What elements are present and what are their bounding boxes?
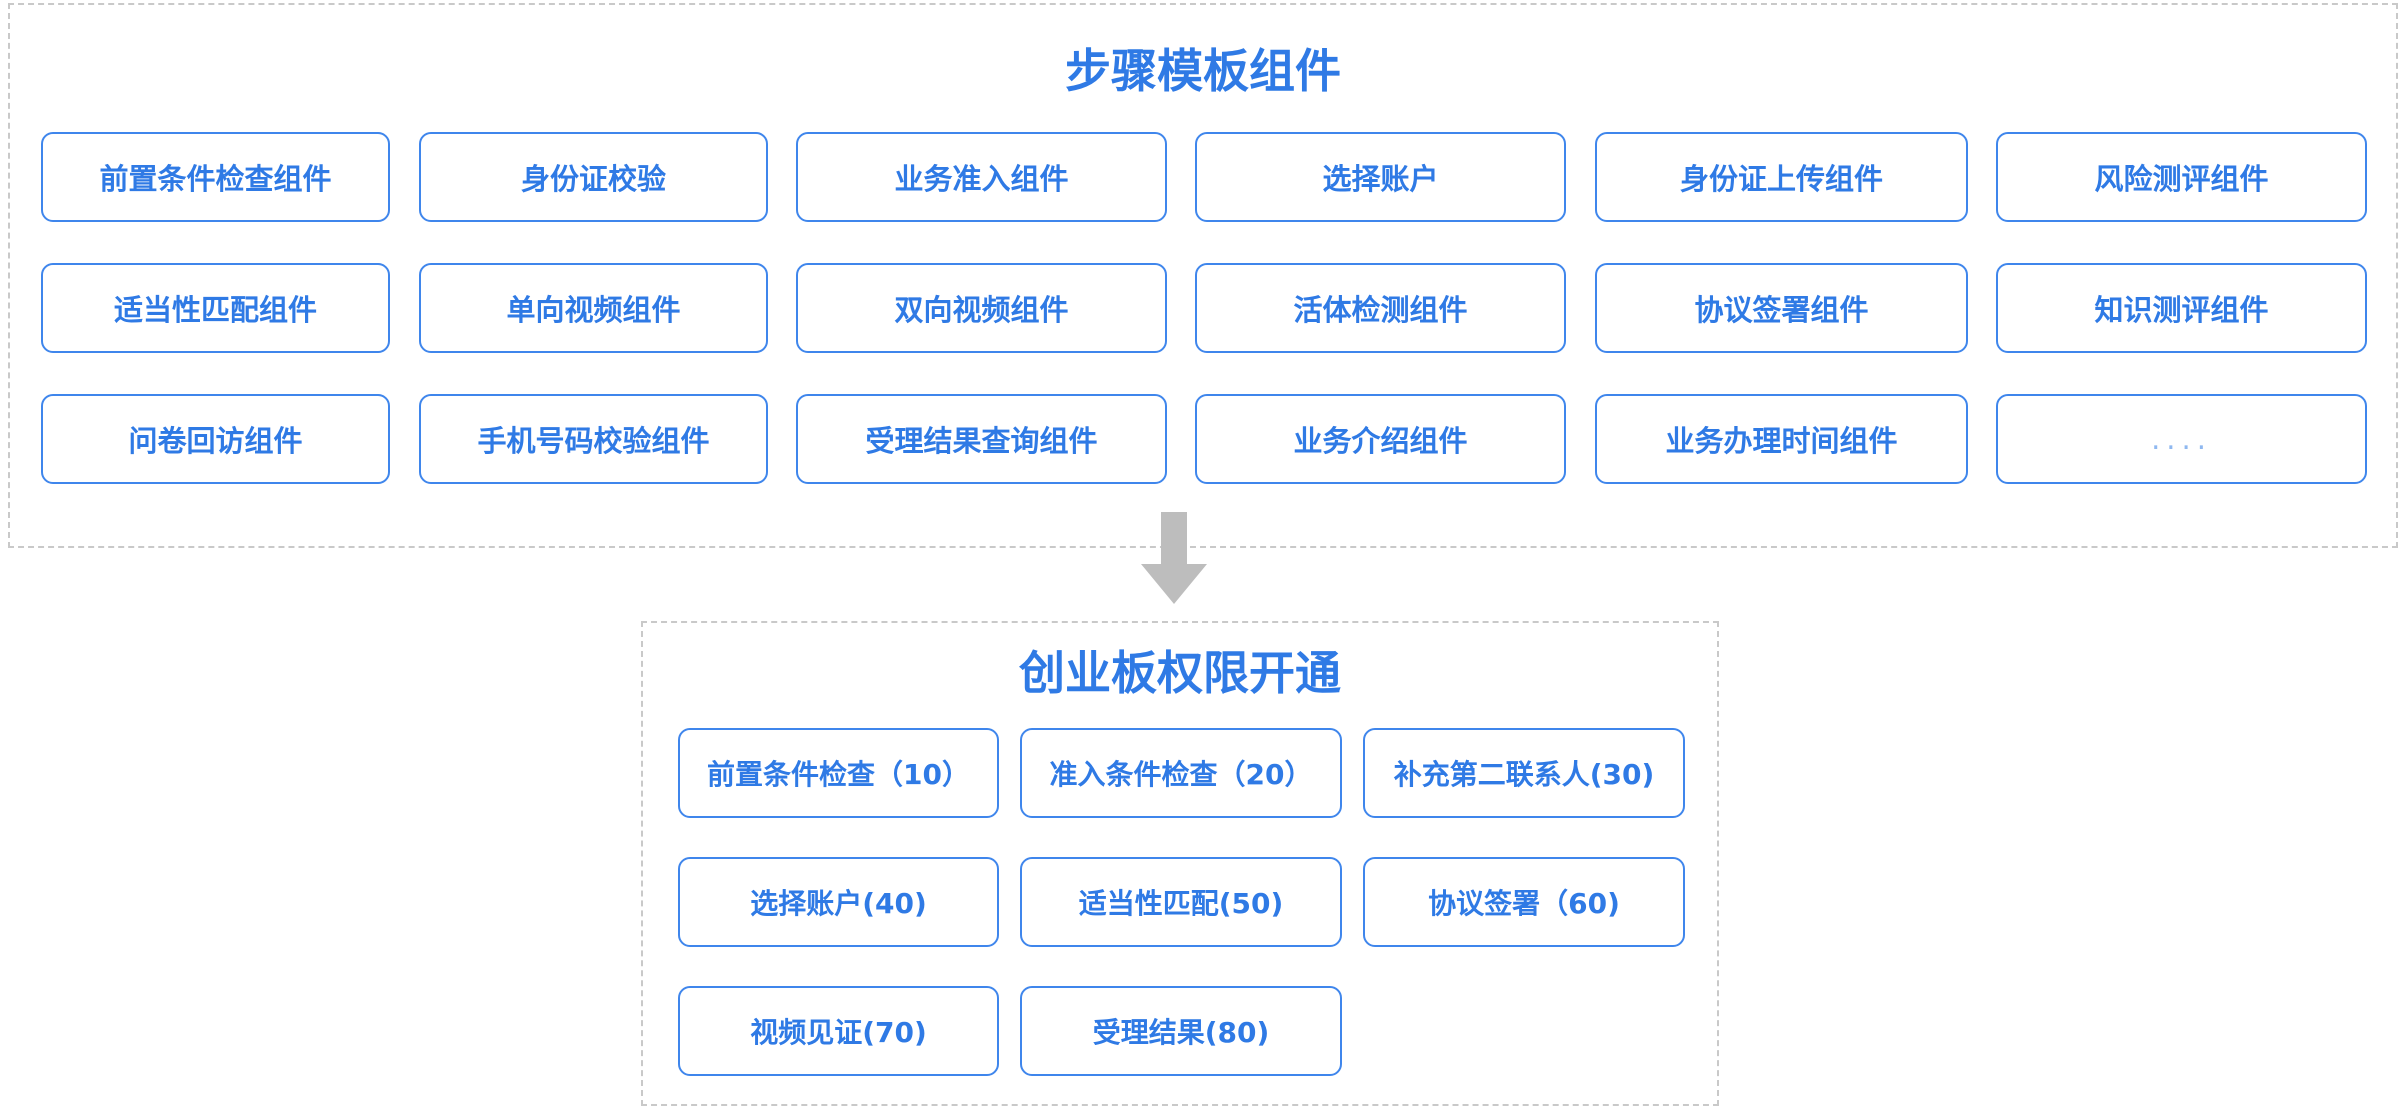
- panel-title: 创业板权限开通: [1019, 646, 1341, 700]
- component-chip: 活体检测组件: [1195, 263, 1566, 353]
- down-arrow-icon: [1141, 512, 1207, 604]
- component-chip: 适当性匹配组件: [41, 263, 390, 353]
- component-chip: 身份证校验: [419, 132, 768, 222]
- component-chip: 手机号码校验组件: [419, 394, 768, 484]
- more-components-chip: ....: [1996, 394, 2367, 484]
- component-chip: 风险测评组件: [1996, 132, 2367, 222]
- step-chip: 协议签署（60): [1363, 857, 1685, 947]
- component-chip: 受理结果查询组件: [796, 394, 1167, 484]
- component-chip: 前置条件检查组件: [41, 132, 390, 222]
- component-chip: 双向视频组件: [796, 263, 1167, 353]
- step-chip: 选择账户(40): [678, 857, 999, 947]
- step-template-panel: 步骤模板组件 前置条件检查组件 身份证校验 业务准入组件 选择账户 身份证上传组…: [8, 3, 2398, 548]
- step-chip: 视频见证(70): [678, 986, 999, 1076]
- component-chip: 选择账户: [1195, 132, 1566, 222]
- component-chip: 业务办理时间组件: [1595, 394, 1968, 484]
- step-chip: 前置条件检查（10）: [678, 728, 999, 818]
- component-chip: 身份证上传组件: [1595, 132, 1968, 222]
- step-chip: 受理结果(80): [1020, 986, 1342, 1076]
- step-chip: 补充第二联系人(30): [1363, 728, 1685, 818]
- component-chip: 单向视频组件: [419, 263, 768, 353]
- component-chip: 业务介绍组件: [1195, 394, 1566, 484]
- component-chip: 业务准入组件: [796, 132, 1167, 222]
- step-chip: 适当性匹配(50): [1020, 857, 1342, 947]
- step-chip: 准入条件检查（20）: [1020, 728, 1342, 818]
- flow-panel: 创业板权限开通 前置条件检查（10） 准入条件检查（20） 补充第二联系人(30…: [641, 621, 1719, 1106]
- component-chip: 协议签署组件: [1595, 263, 1968, 353]
- panel-title: 步骤模板组件: [1065, 44, 1341, 98]
- component-chip: 知识测评组件: [1996, 263, 2367, 353]
- component-chip: 问卷回访组件: [41, 394, 390, 484]
